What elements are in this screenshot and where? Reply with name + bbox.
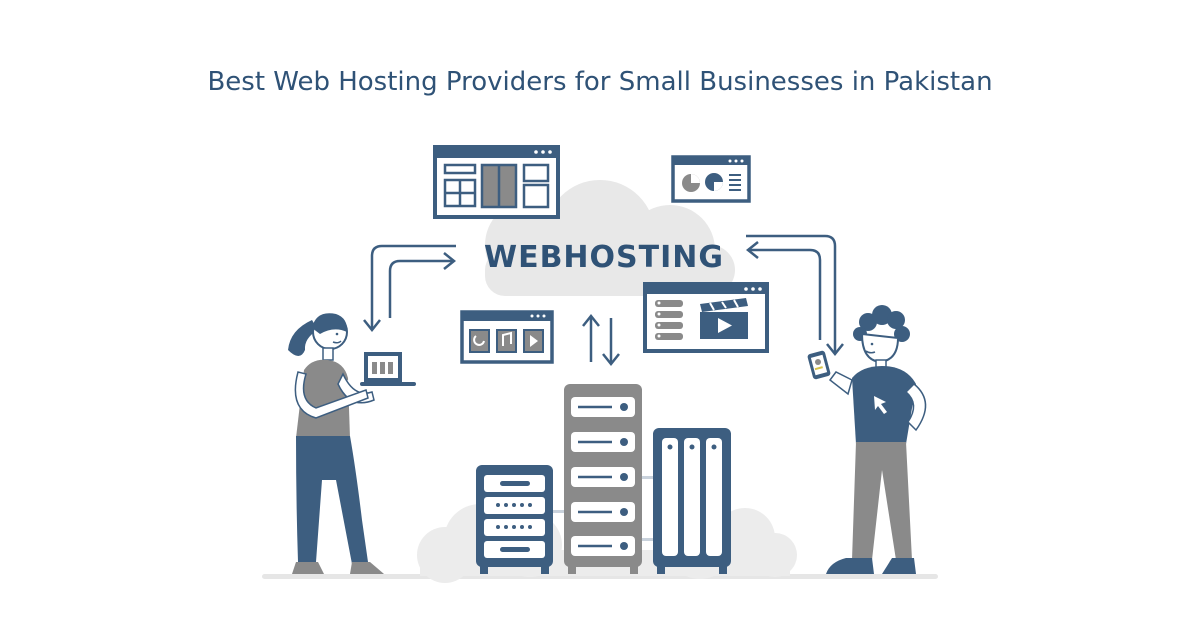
- page-title: Best Web Hosting Providers for Small Bus…: [207, 67, 993, 98]
- left-flow-arrows: [363, 244, 457, 333]
- smartphone-icon: [807, 350, 831, 380]
- sync-arrows-icon: [582, 313, 620, 367]
- laptop-icon: [360, 352, 416, 386]
- website-layout-window-icon: [433, 145, 560, 219]
- media-player-window-icon: [460, 310, 554, 364]
- man-figure: [807, 305, 927, 574]
- server-rack-icon: [476, 384, 731, 574]
- cursor-arrow-icon: [874, 396, 887, 414]
- pie-chart-window-icon: [671, 155, 751, 203]
- woman-figure: [288, 313, 416, 574]
- webhosting-cloud: [485, 180, 735, 296]
- video-list-window-icon: [643, 282, 769, 353]
- cloud-label: WEBHOSTING: [484, 240, 724, 275]
- right-flow-arrows: [745, 234, 844, 357]
